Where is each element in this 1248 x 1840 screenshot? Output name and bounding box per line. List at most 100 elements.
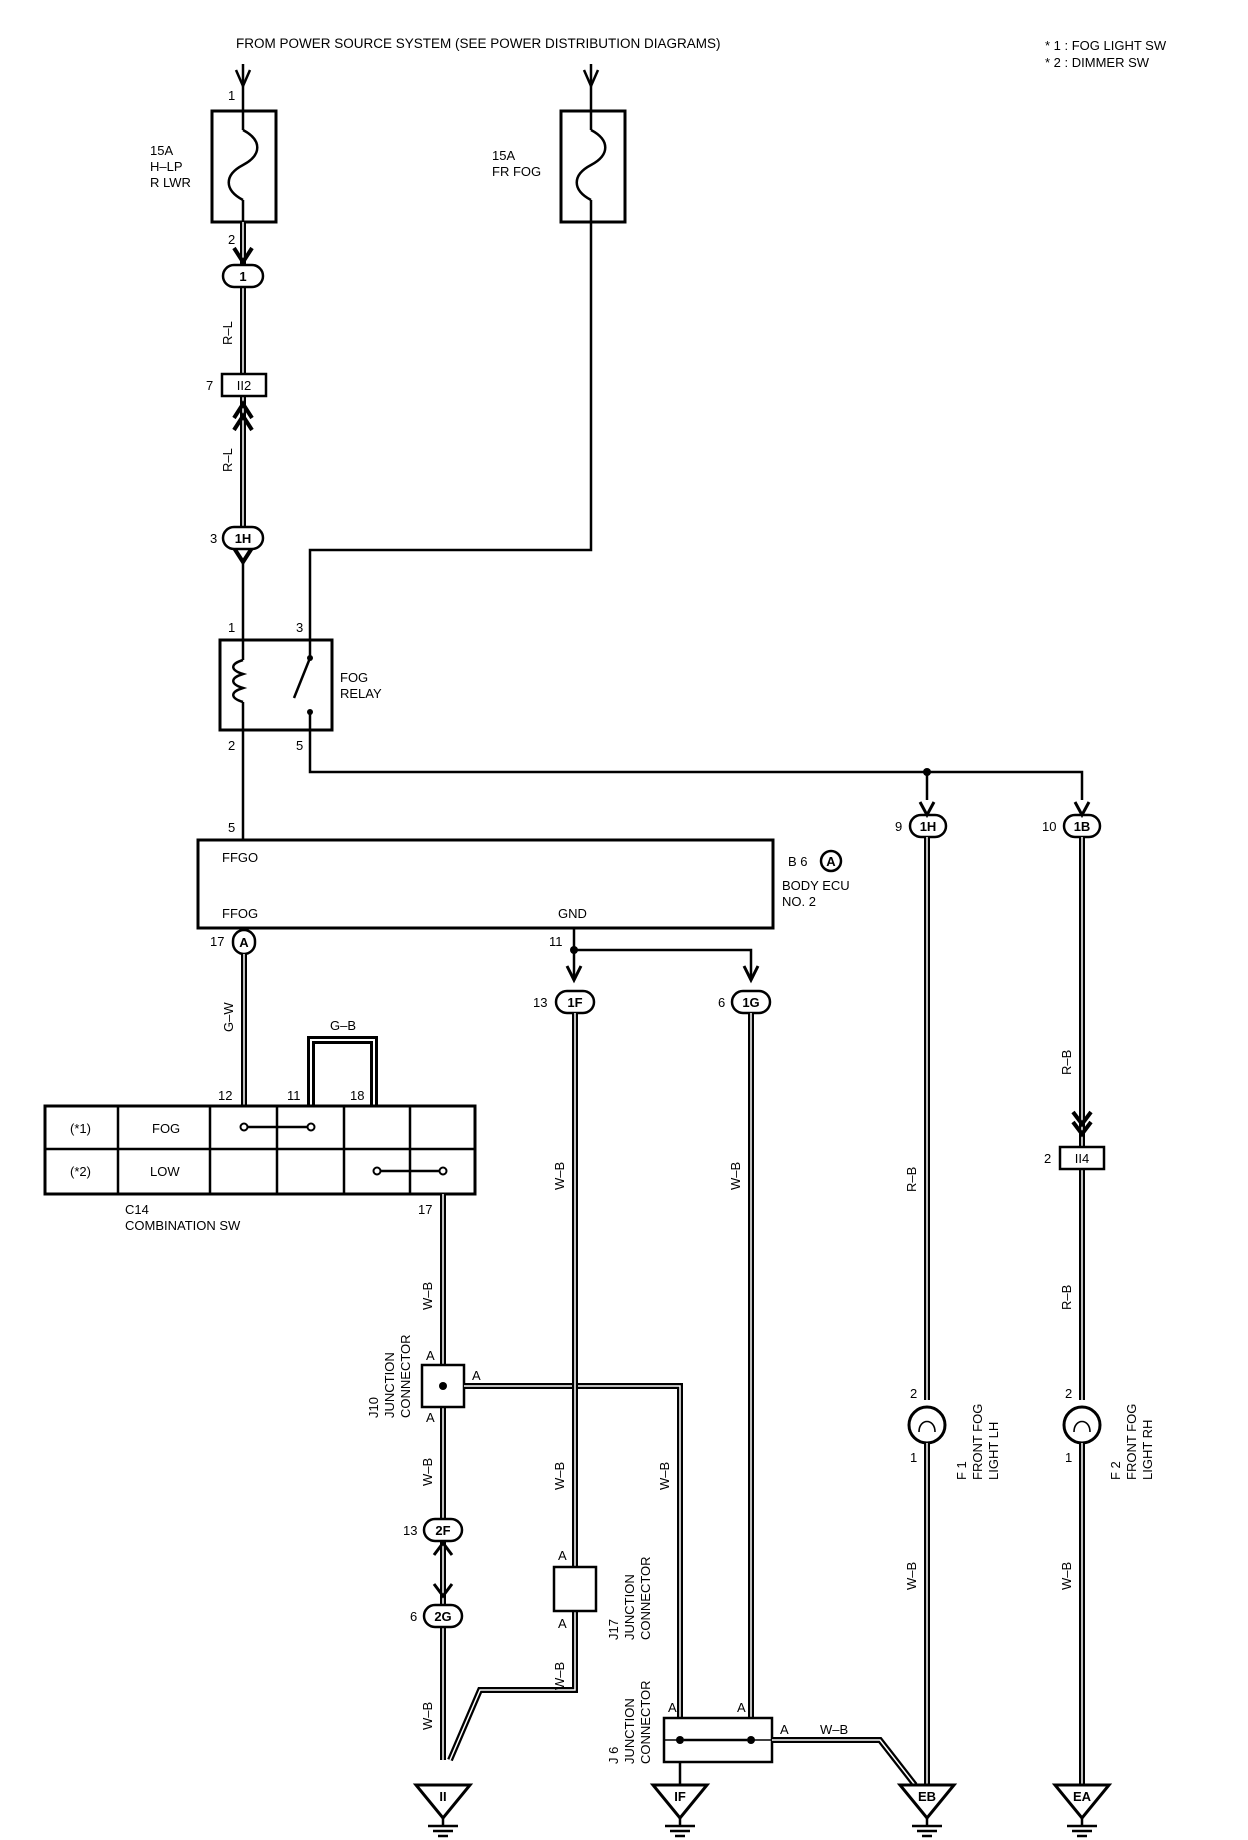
- j6-l2: CONNECTOR: [638, 1680, 653, 1764]
- wire-label-r-b-rh-2: R–B: [1059, 1285, 1074, 1310]
- light-lh-pin1: 1: [910, 1450, 917, 1465]
- front-fog-light-lh-bulb: [907, 1405, 947, 1445]
- front-fog-light-rh-bulb: [1062, 1405, 1102, 1445]
- connector-1b-label: 1B: [1074, 819, 1091, 834]
- connector-a17-label: A: [239, 935, 249, 950]
- wire-label-r-b-rh-1: R–B: [1059, 1050, 1074, 1075]
- fuse-h-lp: [210, 109, 278, 224]
- connector-2g-pin: 6: [410, 1609, 417, 1624]
- power-source-text: FROM POWER SOURCE SYSTEM (SEE POWER DIST…: [236, 36, 721, 51]
- light-lh-l2: LIGHT LH: [986, 1422, 1001, 1480]
- connector-1b: 1B: [1062, 813, 1102, 839]
- wire-w-b-1f: [447, 1013, 578, 1762]
- ground-eb-label: EB: [918, 1789, 936, 1804]
- wire-label-w-b-lh: W–B: [904, 1562, 919, 1590]
- ecu-pin5: 5: [228, 820, 235, 835]
- switch-row1-name: FOG: [152, 1121, 180, 1136]
- connector-2f-label: 2F: [435, 1523, 450, 1538]
- connector-ii4-label: II4: [1075, 1151, 1089, 1166]
- wire-label-g-w: G–W: [221, 1002, 236, 1032]
- wire-label-w-b-3: W–B: [420, 1702, 435, 1730]
- j10-ref: J10: [366, 1397, 381, 1418]
- ground-if-label: IF: [674, 1789, 686, 1804]
- wire-label-w-b-1: W–B: [420, 1282, 435, 1310]
- wire-label-w-b-6: W–B: [552, 1462, 567, 1490]
- wire-w-b-j6-eb: [772, 1737, 918, 1787]
- light-rh-pin1: 1: [1065, 1450, 1072, 1465]
- junction-j10: [420, 1363, 466, 1409]
- switch-name: COMBINATION SW: [125, 1218, 241, 1233]
- fuse-1-pin-out: 2: [228, 232, 235, 247]
- ground-ea-label: EA: [1073, 1789, 1092, 1804]
- connector-ii2-label: II2: [237, 378, 251, 393]
- ecu-ref-circle: [819, 849, 843, 873]
- connector-1h-top-label: 1H: [235, 531, 252, 546]
- power-input-arrow-2: [582, 64, 600, 110]
- light-rh-ref: F 2: [1108, 1461, 1123, 1480]
- relay-pin2: 2: [228, 738, 235, 753]
- switch-pin12: 12: [218, 1088, 232, 1103]
- j17-l1: JUNCTION: [622, 1574, 637, 1640]
- body-ecu: [196, 838, 775, 930]
- ground-if: [649, 1783, 711, 1838]
- switch-pin17: 17: [418, 1202, 432, 1217]
- connector-ii4-pin: 2: [1044, 1151, 1051, 1166]
- j17-a2: A: [558, 1616, 567, 1631]
- j17-ref: J17: [606, 1619, 621, 1640]
- fuse-2-name1: FR FOG: [492, 164, 541, 179]
- wire-label-r-l-1: R–L: [220, 321, 235, 345]
- relay-pin5: 5: [296, 738, 303, 753]
- j6-ref: J 6: [606, 1747, 621, 1764]
- switch-pin11: 11: [287, 1088, 301, 1103]
- ecu-pin11: 11: [549, 934, 563, 949]
- wire-label-w-b-2: W–B: [420, 1458, 435, 1486]
- switch-row1-ref: (*1): [70, 1121, 91, 1136]
- wire-label-w-b-7: W–B: [552, 1662, 567, 1690]
- wire-label-w-b-5: W–B: [552, 1162, 567, 1190]
- wire-g-b: [307, 1036, 378, 1106]
- fog-relay: [218, 638, 334, 732]
- light-lh-ref: F 1: [954, 1461, 969, 1480]
- ground-eb: [896, 1783, 958, 1838]
- light-rh-l2: LIGHT RH: [1140, 1420, 1155, 1480]
- j6-l1: JUNCTION: [622, 1698, 637, 1764]
- ecu-ffgo: FFGO: [222, 850, 258, 865]
- connector-1f-label: 1F: [567, 995, 582, 1010]
- j10-l2: CONNECTOR: [398, 1334, 413, 1418]
- j6-a1: A: [668, 1700, 677, 1715]
- relay-name2: RELAY: [340, 686, 382, 701]
- connector-1g: 1G: [730, 989, 772, 1015]
- fuse-fr-fog: [559, 109, 627, 224]
- relay-name1: FOG: [340, 670, 368, 685]
- wire-label-w-b-9: W–B: [820, 1722, 848, 1737]
- connector-ii4: II4: [1058, 1145, 1106, 1171]
- connector-1-label: 1: [239, 269, 246, 284]
- connector-1h-right-pin: 9: [895, 819, 902, 834]
- j6-a3: A: [780, 1722, 789, 1737]
- connector-1h-top-pin: 3: [210, 531, 217, 546]
- j10-a2: A: [426, 1348, 435, 1363]
- j10-a3: A: [426, 1410, 435, 1425]
- wire-label-r-b-lh: R–B: [904, 1167, 919, 1192]
- ecu-name2: NO. 2: [782, 894, 816, 909]
- ground-ea: [1051, 1783, 1113, 1838]
- ecu-ref: B 6: [788, 854, 808, 869]
- ground-ii: [412, 1783, 474, 1838]
- ecu-ref-circle-label: A: [826, 854, 836, 869]
- connector-ii2-pin: 7: [206, 378, 213, 393]
- connector-1h-right: 1H: [908, 813, 948, 839]
- junction-j6: [662, 1716, 774, 1764]
- light-rh-pin2: 2: [1065, 1386, 1072, 1401]
- wire-label-w-b-rh: W–B: [1059, 1562, 1074, 1590]
- relay-pin3: 3: [296, 620, 303, 635]
- switch-row2-ref: (*2): [70, 1164, 91, 1179]
- connector-ii2: II2: [220, 372, 268, 398]
- relay-pin1: 1: [228, 620, 235, 635]
- wire-w-b-j10-j6: [464, 1383, 683, 1720]
- wire-fr-fog: [308, 222, 593, 640]
- connector-1g-label: 1G: [742, 995, 759, 1010]
- j17-l2: CONNECTOR: [638, 1556, 653, 1640]
- fuse-1-name1: H–LP: [150, 159, 183, 174]
- fuse-1-rating: 15A: [150, 143, 173, 158]
- connector-2f: 2F: [422, 1517, 464, 1543]
